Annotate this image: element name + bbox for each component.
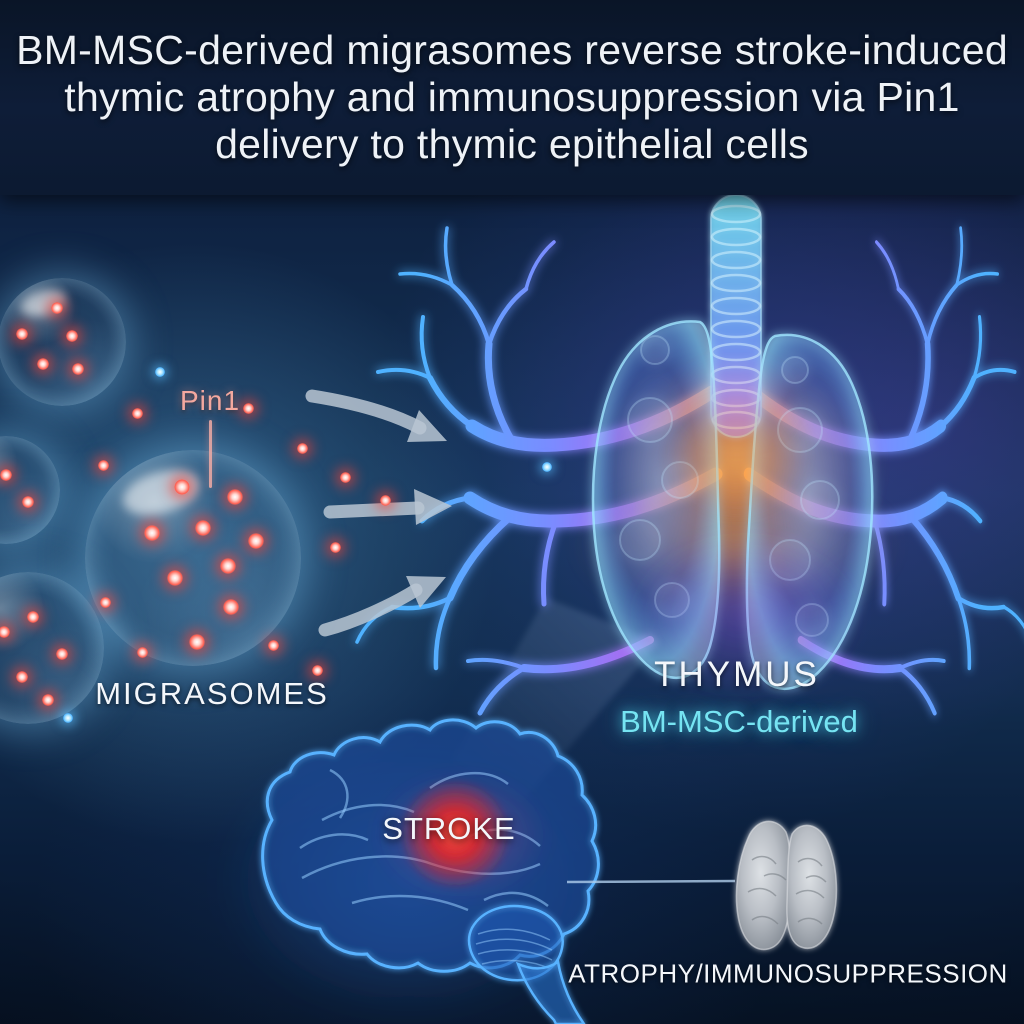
title-band: BM-MSC-derived migrasomes reverse stroke… xyxy=(0,0,1024,195)
figure-title-line-3: delivery to thymic epithelial cells xyxy=(215,121,809,167)
thymus-label: THYMUS xyxy=(654,655,820,694)
stroke-label: STROKE xyxy=(382,811,516,846)
figure-title-line-2: thymic atrophy and immunosuppression via… xyxy=(64,74,960,120)
figure-title-line-1: BM-MSC-derived migrasomes reverse stroke… xyxy=(16,27,1008,73)
migrasomes-label: MIGRASOMES xyxy=(95,676,329,711)
pin1-label: Pin1 xyxy=(179,385,241,416)
pin1-pointer-line xyxy=(209,420,212,488)
atrophy-immunosuppression-label: ATROPHY/IMMUNOSUPPRESSION xyxy=(568,958,1008,989)
scene-background xyxy=(0,195,1024,1024)
bm-msc-derived-label: BM-MSC-derived xyxy=(620,704,858,739)
